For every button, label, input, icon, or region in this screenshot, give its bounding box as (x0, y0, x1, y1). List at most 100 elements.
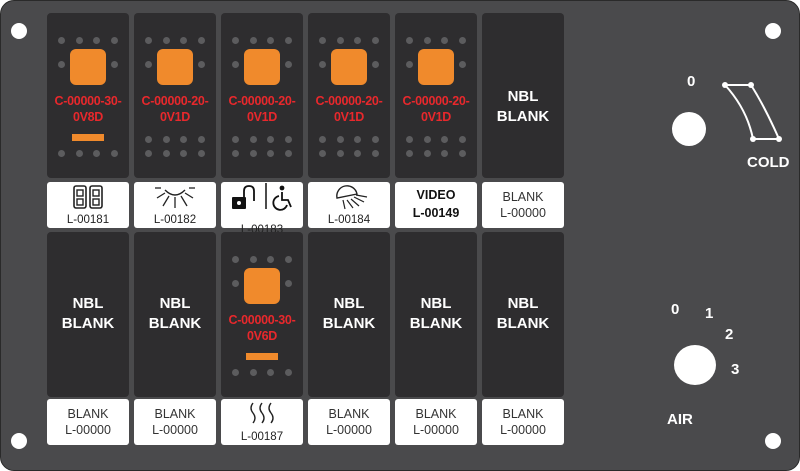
rocker-switch-5[interactable]: C-00000-20- 0V1D (395, 13, 477, 178)
part-number: L-00182 (153, 214, 197, 226)
mount-hole-top-right (765, 23, 781, 39)
switch-pad (244, 49, 280, 85)
indicator-dots (406, 37, 466, 44)
air-pos-0-label: 0 (671, 301, 680, 318)
blank-text: NBL BLANK (148, 295, 202, 332)
sun-light-icon (155, 187, 195, 208)
blank-text: NBL BLANK (496, 295, 550, 332)
blank-switch-8[interactable]: NBL BLANK (134, 232, 216, 397)
label-title: BLANK (502, 407, 544, 421)
air-pos-1-label: 1 (705, 305, 714, 322)
indicator-dots (232, 37, 292, 44)
switch-pad (157, 49, 193, 85)
part-number: L-00187 (240, 431, 284, 443)
indicator-dots (232, 256, 292, 263)
toilet-icon (73, 185, 103, 209)
blank-text: NBL BLANK (322, 295, 376, 332)
air-pos-3-label: 3 (731, 361, 740, 378)
indicator-dots (145, 61, 205, 68)
part-number: L-00181 (66, 214, 110, 226)
switch-code: C-00000-20- 0V1D (402, 94, 470, 124)
indicator-dots (232, 369, 292, 376)
indicator-dots (58, 150, 118, 157)
label-title: BLANK (328, 407, 370, 421)
blank-switch-7[interactable]: NBL BLANK (47, 232, 129, 397)
switch-pad (331, 49, 367, 85)
part-number: L-00000 (152, 423, 198, 437)
switch-code: C-00000-20- 0V1D (141, 94, 209, 124)
indicator-dots (58, 61, 118, 68)
label-title: BLANK (502, 190, 544, 204)
legend-label-11: BLANK L-00000 (395, 399, 477, 445)
blank-text: NBL BLANK (496, 88, 550, 125)
indicator-dots (406, 150, 466, 157)
indicator-dots (145, 150, 205, 157)
legend-label-12: BLANK L-00000 (482, 399, 564, 445)
indicator-dots (232, 61, 292, 68)
indicator-dots (232, 136, 292, 143)
label-title: BLANK (154, 407, 196, 421)
indicator-dots (58, 37, 118, 44)
cold-label: COLD (747, 154, 790, 171)
indicator-dots (319, 61, 379, 68)
legend-label-5: VIDEO L-00149 (395, 182, 477, 228)
temp-zero-label: 0 (687, 73, 696, 90)
label-title: VIDEO (416, 188, 456, 202)
legend-label-3: L-00183 (221, 182, 303, 236)
rocker-switch-2[interactable]: C-00000-20- 0V1D (134, 13, 216, 178)
blank-switch-6[interactable]: NBL BLANK (482, 13, 564, 178)
rocker-switch-1[interactable]: C-00000-30- 0V8D (47, 13, 129, 178)
part-number: L-00000 (413, 423, 459, 437)
air-pos-2-label: 2 (725, 326, 734, 343)
lock-wheelchair-icon (232, 183, 292, 211)
part-number: L-00149 (412, 206, 460, 220)
rocker-switch-3[interactable]: C-00000-20- 0V1D (221, 13, 303, 178)
indicator-dots (406, 61, 466, 68)
indicator-dots (145, 37, 205, 44)
indicator-bar (72, 134, 104, 141)
legend-label-1: L-00181 (47, 182, 129, 228)
legend-label-4: L-00184 (308, 182, 390, 228)
legend-label-7: BLANK L-00000 (47, 399, 129, 445)
indicator-dots (406, 136, 466, 143)
indicator-dots (145, 136, 205, 143)
part-number: L-00000 (326, 423, 372, 437)
part-number: L-00000 (65, 423, 111, 437)
legend-label-8: BLANK L-00000 (134, 399, 216, 445)
temperature-knob[interactable] (672, 112, 706, 146)
switch-code: C-00000-30- 0V6D (228, 313, 296, 343)
indicator-bar (246, 353, 278, 360)
indicator-dots (319, 150, 379, 157)
part-number: L-00000 (500, 206, 546, 220)
legend-label-10: BLANK L-00000 (308, 399, 390, 445)
legend-label-9: L-00187 (221, 399, 303, 445)
blank-switch-10[interactable]: NBL BLANK (308, 232, 390, 397)
switch-code: C-00000-20- 0V1D (315, 94, 383, 124)
dome-light-icon (336, 185, 368, 210)
mount-hole-bottom-right (765, 433, 781, 449)
indicator-dots (232, 150, 292, 157)
legend-label-6: BLANK L-00000 (482, 182, 564, 228)
air-label: AIR (667, 411, 693, 428)
mount-hole-top-left (11, 23, 27, 39)
switch-pad (418, 49, 454, 85)
switch-code: C-00000-30- 0V8D (54, 94, 122, 124)
blank-switch-12[interactable]: NBL BLANK (482, 232, 564, 397)
temperature-wedge-icon (722, 82, 782, 142)
legend-label-2: L-00182 (134, 182, 216, 228)
switch-pad (70, 49, 106, 85)
label-title: BLANK (415, 407, 457, 421)
blank-text: NBL BLANK (409, 295, 463, 332)
label-title: BLANK (67, 407, 109, 421)
blank-text: NBL BLANK (61, 295, 115, 332)
rocker-switch-9[interactable]: C-00000-30- 0V6D (221, 232, 303, 397)
air-knob[interactable] (674, 345, 716, 385)
rocker-switch-4[interactable]: C-00000-20- 0V1D (308, 13, 390, 178)
blank-switch-11[interactable]: NBL BLANK (395, 232, 477, 397)
heat-waves-icon (250, 402, 274, 424)
indicator-dots (232, 280, 292, 287)
indicator-dots (319, 37, 379, 44)
part-number: L-00184 (327, 214, 371, 226)
switch-pad (244, 268, 280, 304)
